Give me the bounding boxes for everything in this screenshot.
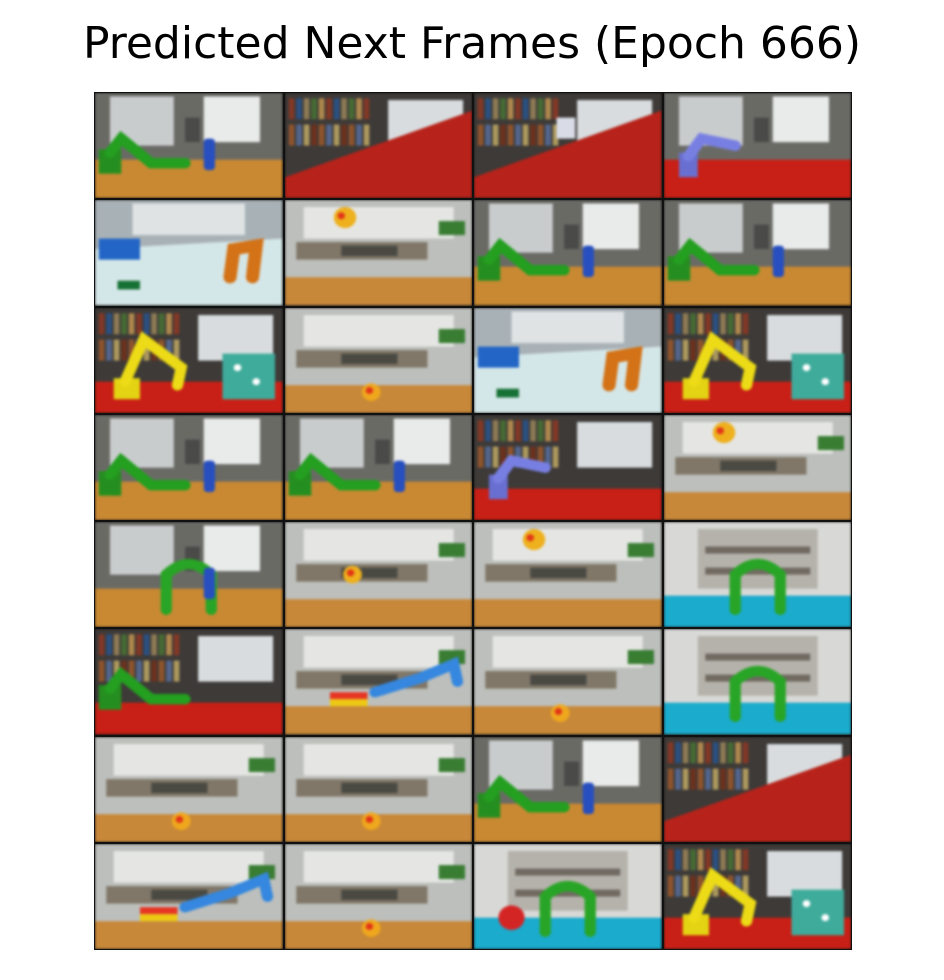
- predicted-frame: [474, 522, 662, 628]
- predicted-frame: [284, 307, 472, 413]
- predicted-frame: [95, 93, 283, 199]
- predicted-frame: [95, 414, 283, 520]
- figure-title: Predicted Next Frames (Epoch 666): [82, 18, 862, 69]
- predicted-frame: [663, 629, 851, 735]
- frame-image: [95, 414, 283, 520]
- predicted-frame: [95, 200, 283, 306]
- frame-image: [474, 843, 662, 949]
- frame-image: [663, 200, 851, 306]
- frame-image: [663, 736, 851, 842]
- predicted-frame: [284, 93, 472, 199]
- frame-image: [663, 629, 851, 735]
- frame-image: [474, 629, 662, 735]
- frame-image: [284, 522, 472, 628]
- predicted-frame: [474, 93, 662, 199]
- predicted-frame: [663, 93, 851, 199]
- predicted-frame: [284, 843, 472, 949]
- frame-image: [474, 414, 662, 520]
- frame-image: [663, 414, 851, 520]
- predicted-frame: [474, 200, 662, 306]
- frame-image: [284, 736, 472, 842]
- frame-image: [95, 629, 283, 735]
- frame-image: [663, 522, 851, 628]
- predicted-frame: [663, 414, 851, 520]
- frame-image: [95, 93, 283, 199]
- predicted-frame: [663, 843, 851, 949]
- predicted-frame: [474, 736, 662, 842]
- frame-image: [474, 307, 662, 413]
- frame-image: [474, 200, 662, 306]
- frame-image: [474, 522, 662, 628]
- predicted-frame: [284, 414, 472, 520]
- frame-image: [95, 522, 283, 628]
- frame-image: [284, 629, 472, 735]
- frame-image: [95, 307, 283, 413]
- predicted-frame: [474, 414, 662, 520]
- frame-image: [284, 414, 472, 520]
- frame-image: [284, 307, 472, 413]
- predicted-frame: [474, 307, 662, 413]
- frame-image: [474, 93, 662, 199]
- predicted-frame: [663, 522, 851, 628]
- predicted-frame: [663, 736, 851, 842]
- frame-grid: [94, 92, 852, 950]
- predicted-frame: [95, 736, 283, 842]
- predicted-frame: [284, 736, 472, 842]
- predicted-frame: [663, 200, 851, 306]
- predicted-frame: [95, 629, 283, 735]
- frame-image: [663, 307, 851, 413]
- predicted-frame: [284, 200, 472, 306]
- predicted-frame: [284, 522, 472, 628]
- frame-image: [95, 843, 283, 949]
- frame-image: [663, 93, 851, 199]
- predicted-frame: [474, 629, 662, 735]
- frame-image: [284, 200, 472, 306]
- predicted-frame: [663, 307, 851, 413]
- frame-image: [95, 200, 283, 306]
- frame-image: [95, 736, 283, 842]
- predicted-frame: [284, 629, 472, 735]
- frame-image: [284, 93, 472, 199]
- frame-image: [663, 843, 851, 949]
- predicted-frame: [474, 843, 662, 949]
- predicted-frame: [95, 522, 283, 628]
- predicted-frame: [95, 843, 283, 949]
- predicted-frame: [95, 307, 283, 413]
- frame-image: [284, 843, 472, 949]
- frame-image: [474, 736, 662, 842]
